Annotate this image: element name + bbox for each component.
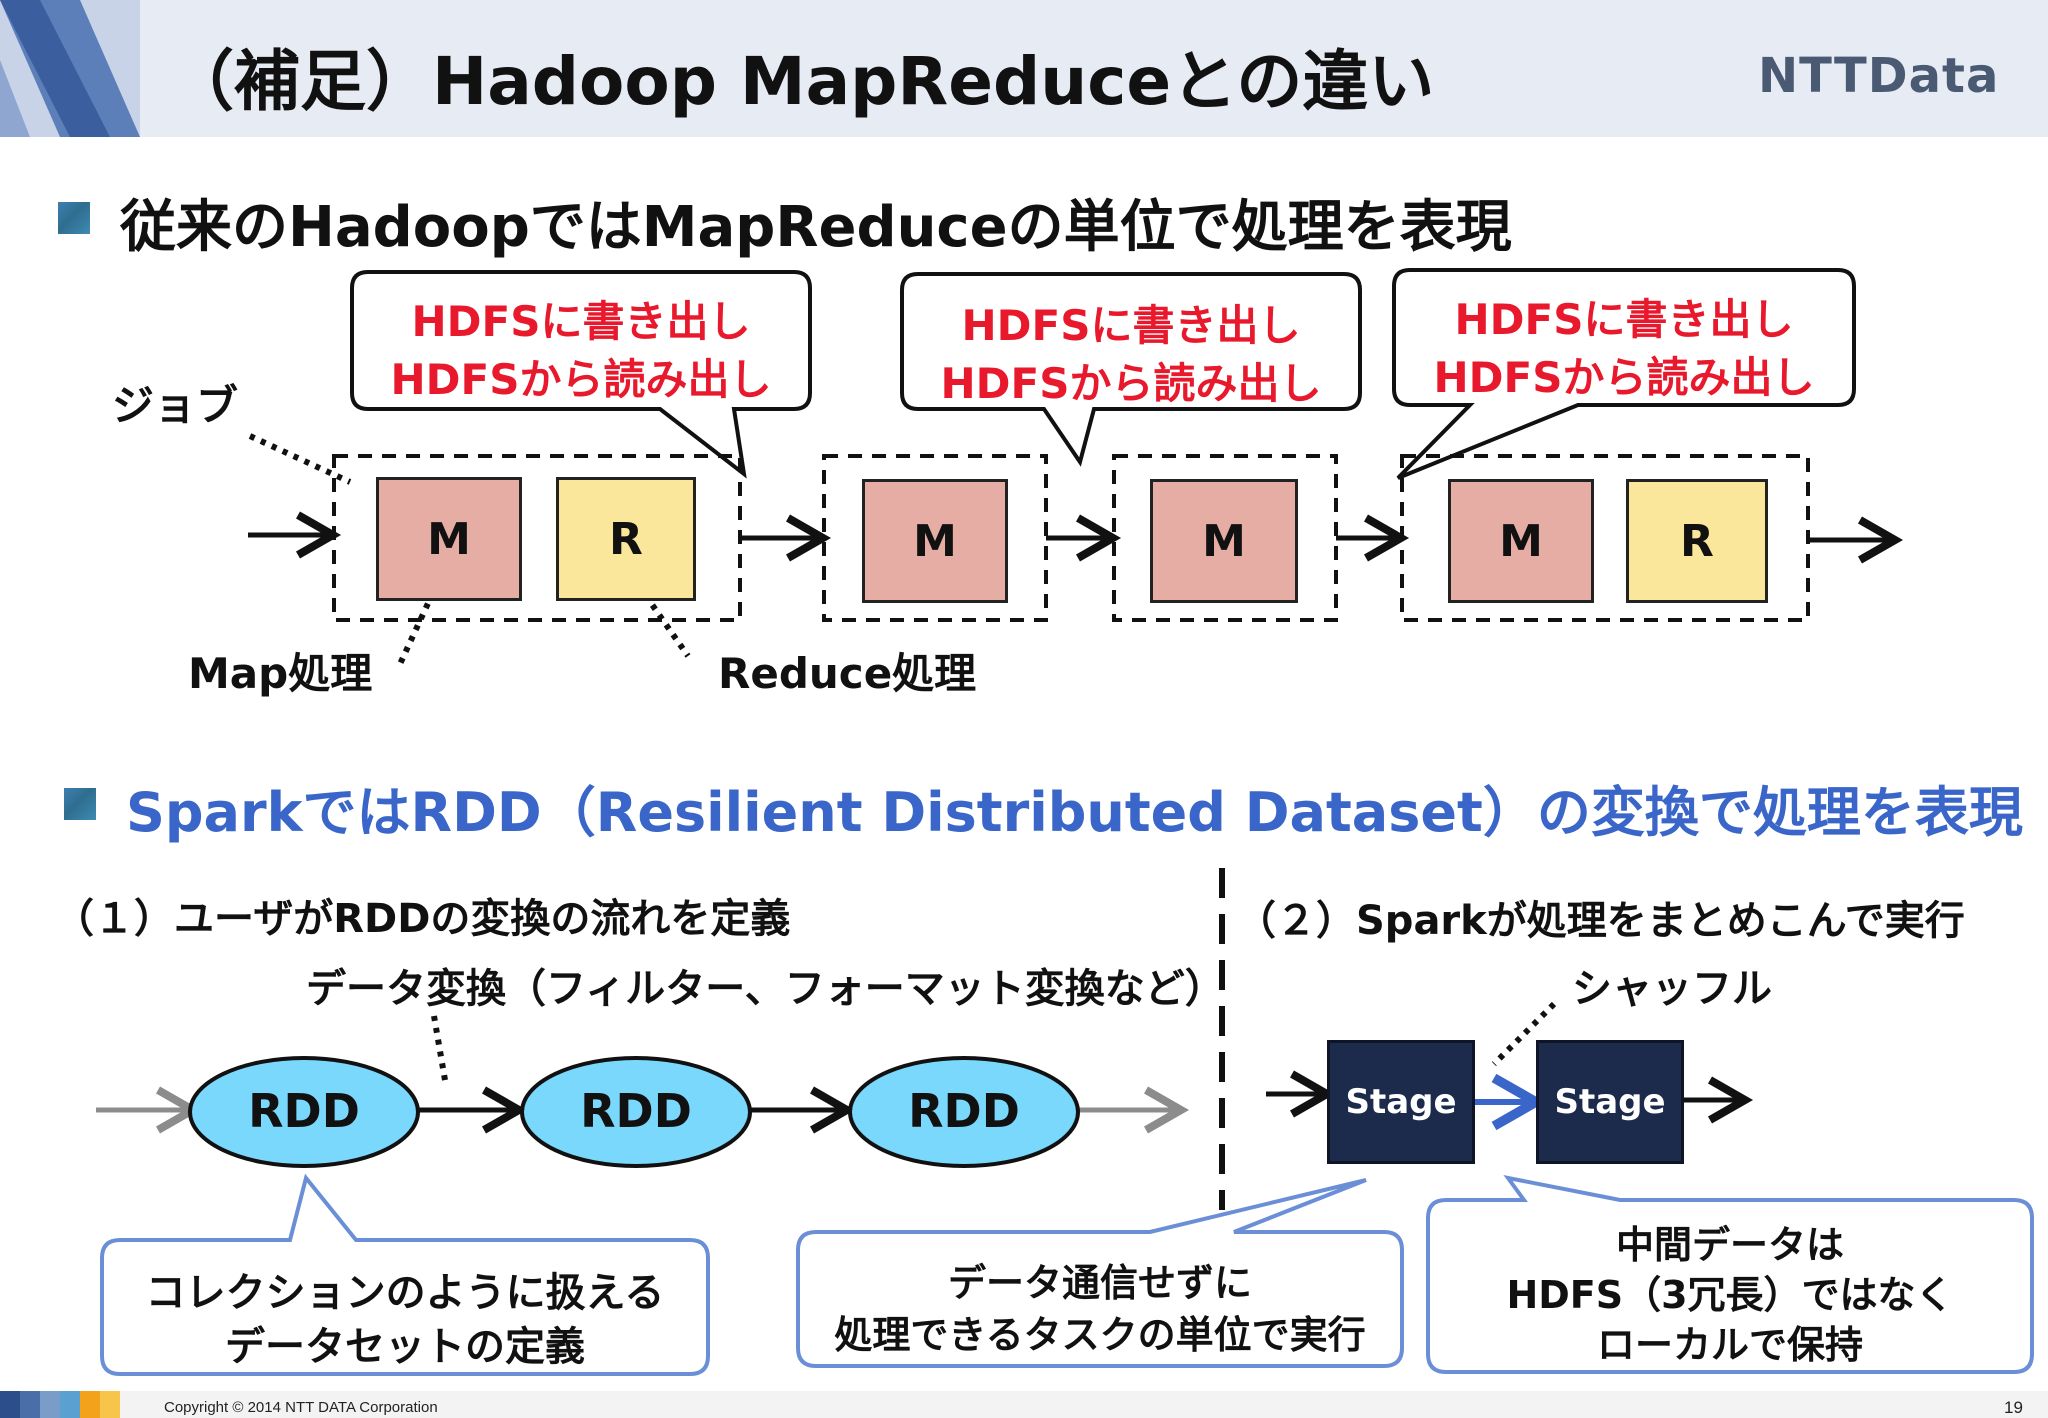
task-callout-line1: データ通信せずに: [947, 1261, 1252, 1305]
reduce-box: R: [1626, 479, 1768, 603]
rdd-node: [848, 1056, 1080, 1168]
transform-pointer: [431, 1015, 449, 1087]
user-defines-title: （１）ユーザがRDDの変換の流れを定義: [54, 896, 791, 942]
copyright-text: Copyright © 2014 NTT DATA Corporation: [164, 1399, 438, 1416]
title-bar: （補足）Hadoop MapReduceとの違い NTTData: [0, 0, 2048, 137]
section2-heading: SparkではRDD（Resilient Distributed Dataset…: [126, 781, 2023, 844]
footer-color-block: [40, 1391, 60, 1418]
footer-color-block: [20, 1391, 40, 1418]
stage-node: Stage: [1327, 1040, 1475, 1164]
map-box: M: [862, 479, 1008, 603]
page-number: 19: [2004, 1398, 2023, 1417]
collection-callout-line2: データセットの定義: [225, 1324, 585, 1370]
footer-color-block: [100, 1391, 120, 1418]
callout-write-2: HDFSに書き出し: [961, 301, 1301, 350]
intermediate-callout-line1: 中間データは: [1615, 1223, 1844, 1267]
rdd-label: RDD: [248, 1084, 360, 1138]
footer-color-block: [0, 1391, 20, 1418]
footer-bar: [0, 1391, 2048, 1418]
callout-read-3: HDFSから読み出し: [1433, 353, 1815, 402]
hdfs-callout-1: [350, 270, 812, 479]
hdfs-callout-3: [1392, 268, 1856, 480]
rdd-label: RDD: [580, 1084, 692, 1138]
shuffle-label: シャッフル: [1572, 966, 1772, 1012]
map-process-label: Map処理: [188, 649, 373, 698]
rdd-node: [520, 1056, 752, 1168]
task-unit-callout: [796, 1178, 1404, 1368]
rdd-label: RDD: [908, 1084, 1020, 1138]
spark-executes-title: （２）Sparkが処理をまとめこんで実行: [1236, 898, 1965, 944]
stage-node: Stage: [1536, 1040, 1684, 1164]
bullet-icon: [58, 202, 90, 234]
callout-write-3: HDFSに書き出し: [1454, 295, 1794, 344]
task-callout-line2: 処理できるタスクの単位で実行: [834, 1313, 1366, 1357]
page-title: （補足）Hadoop MapReduceとの違い: [168, 43, 1435, 120]
intermediate-callout-line3: ローカルで保持: [1596, 1323, 1863, 1367]
reduce-box: R: [556, 477, 696, 601]
reduce-pointer: [615, 554, 691, 658]
callout-read-2: HDFSから読み出し: [940, 359, 1322, 408]
hdfs-callout-2: [900, 272, 1362, 467]
collection-callout: [100, 1173, 710, 1376]
shuffle-pointer: [1491, 1001, 1557, 1067]
transform-label: データ変換（フィルター、フォーマット変換など）: [306, 966, 1225, 1012]
map-box: M: [376, 477, 522, 601]
callout-write-1: HDFSに書き出し: [411, 297, 751, 346]
job-label: ジョブ: [112, 381, 239, 430]
bullet-icon: [64, 788, 96, 820]
callout-read-1: HDFSから読み出し: [390, 355, 772, 404]
footer-color-block: [60, 1391, 80, 1418]
corner-decoration: [0, 0, 140, 137]
ntt-data-logo: NTTData: [1758, 48, 2000, 104]
map-box: M: [1150, 479, 1298, 603]
intermediate-callout: [1426, 1175, 2034, 1374]
reduce-process-label: Reduce処理: [718, 649, 977, 698]
intermediate-callout-line2: HDFS（3冗長）ではなく: [1506, 1273, 1954, 1317]
map-box: M: [1448, 479, 1594, 603]
collection-callout-line1: コレクションのように扱える: [145, 1270, 665, 1316]
footer-color-block: [80, 1391, 100, 1418]
rdd-node: [188, 1056, 420, 1168]
section1-heading: 従来のHadoopではMapReduceの単位で処理を表現: [120, 195, 1512, 260]
